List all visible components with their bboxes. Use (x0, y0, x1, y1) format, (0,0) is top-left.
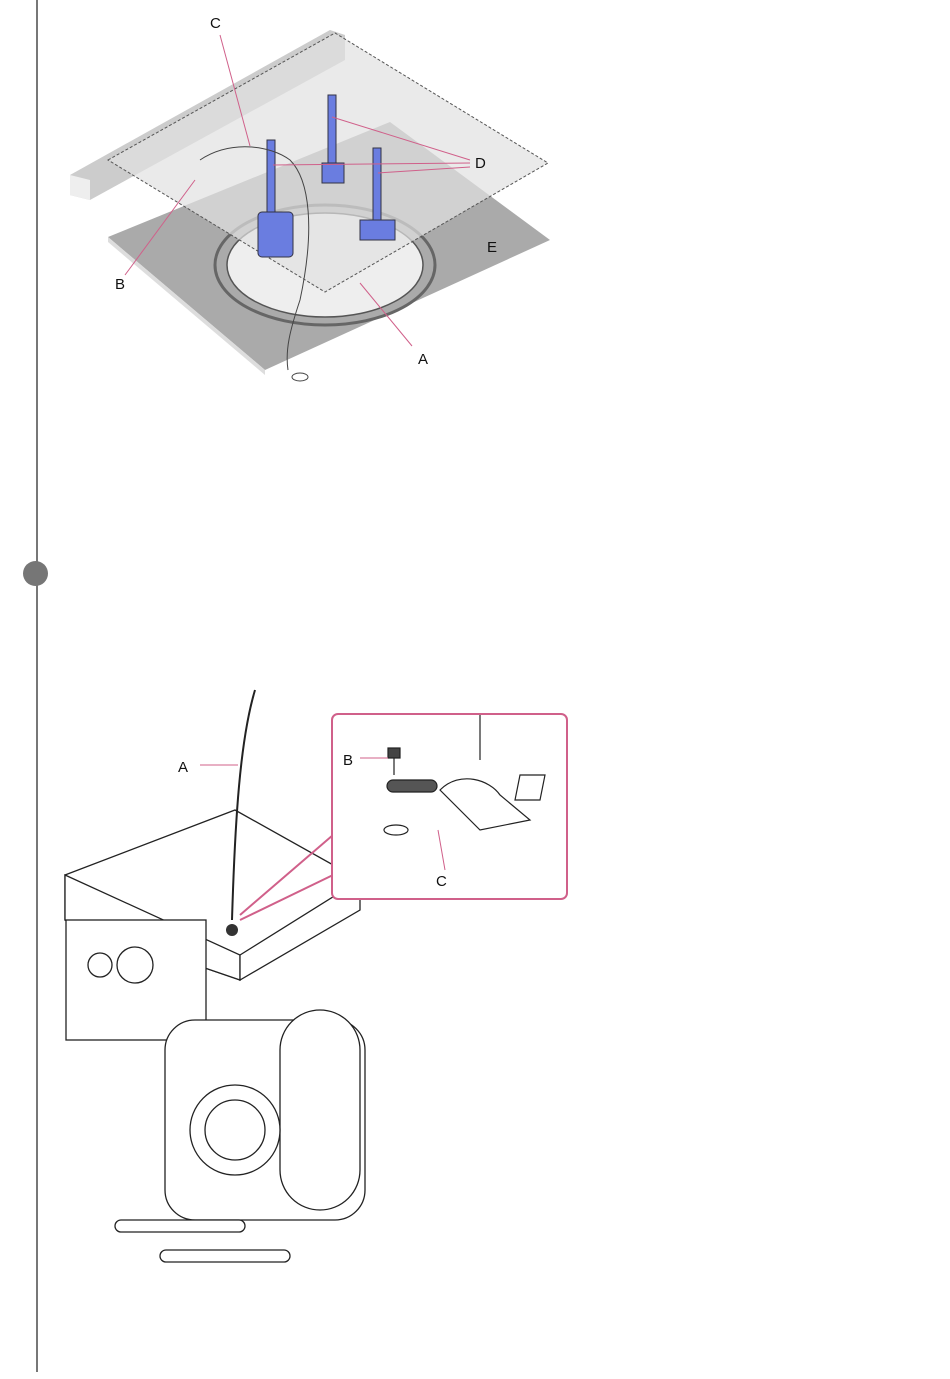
callout-c: C (210, 15, 221, 32)
camera-wire-attachment-illustration: A B C (64, 689, 568, 1263)
step-timeline-line (36, 0, 38, 1372)
detail-inset (331, 713, 568, 900)
callout-b: B (115, 276, 125, 293)
callout-a: A (418, 351, 428, 368)
callout-c: C (436, 873, 447, 890)
camera-body (64, 809, 366, 1263)
anchor-bolts (257, 94, 396, 258)
callout-d: D (475, 155, 486, 172)
callout-a: A (178, 759, 188, 776)
step-marker-dot (23, 561, 48, 586)
callout-b: B (343, 752, 353, 769)
callout-e: E (487, 239, 497, 256)
ceiling-mount-illustration: C D B E A (70, 15, 550, 382)
